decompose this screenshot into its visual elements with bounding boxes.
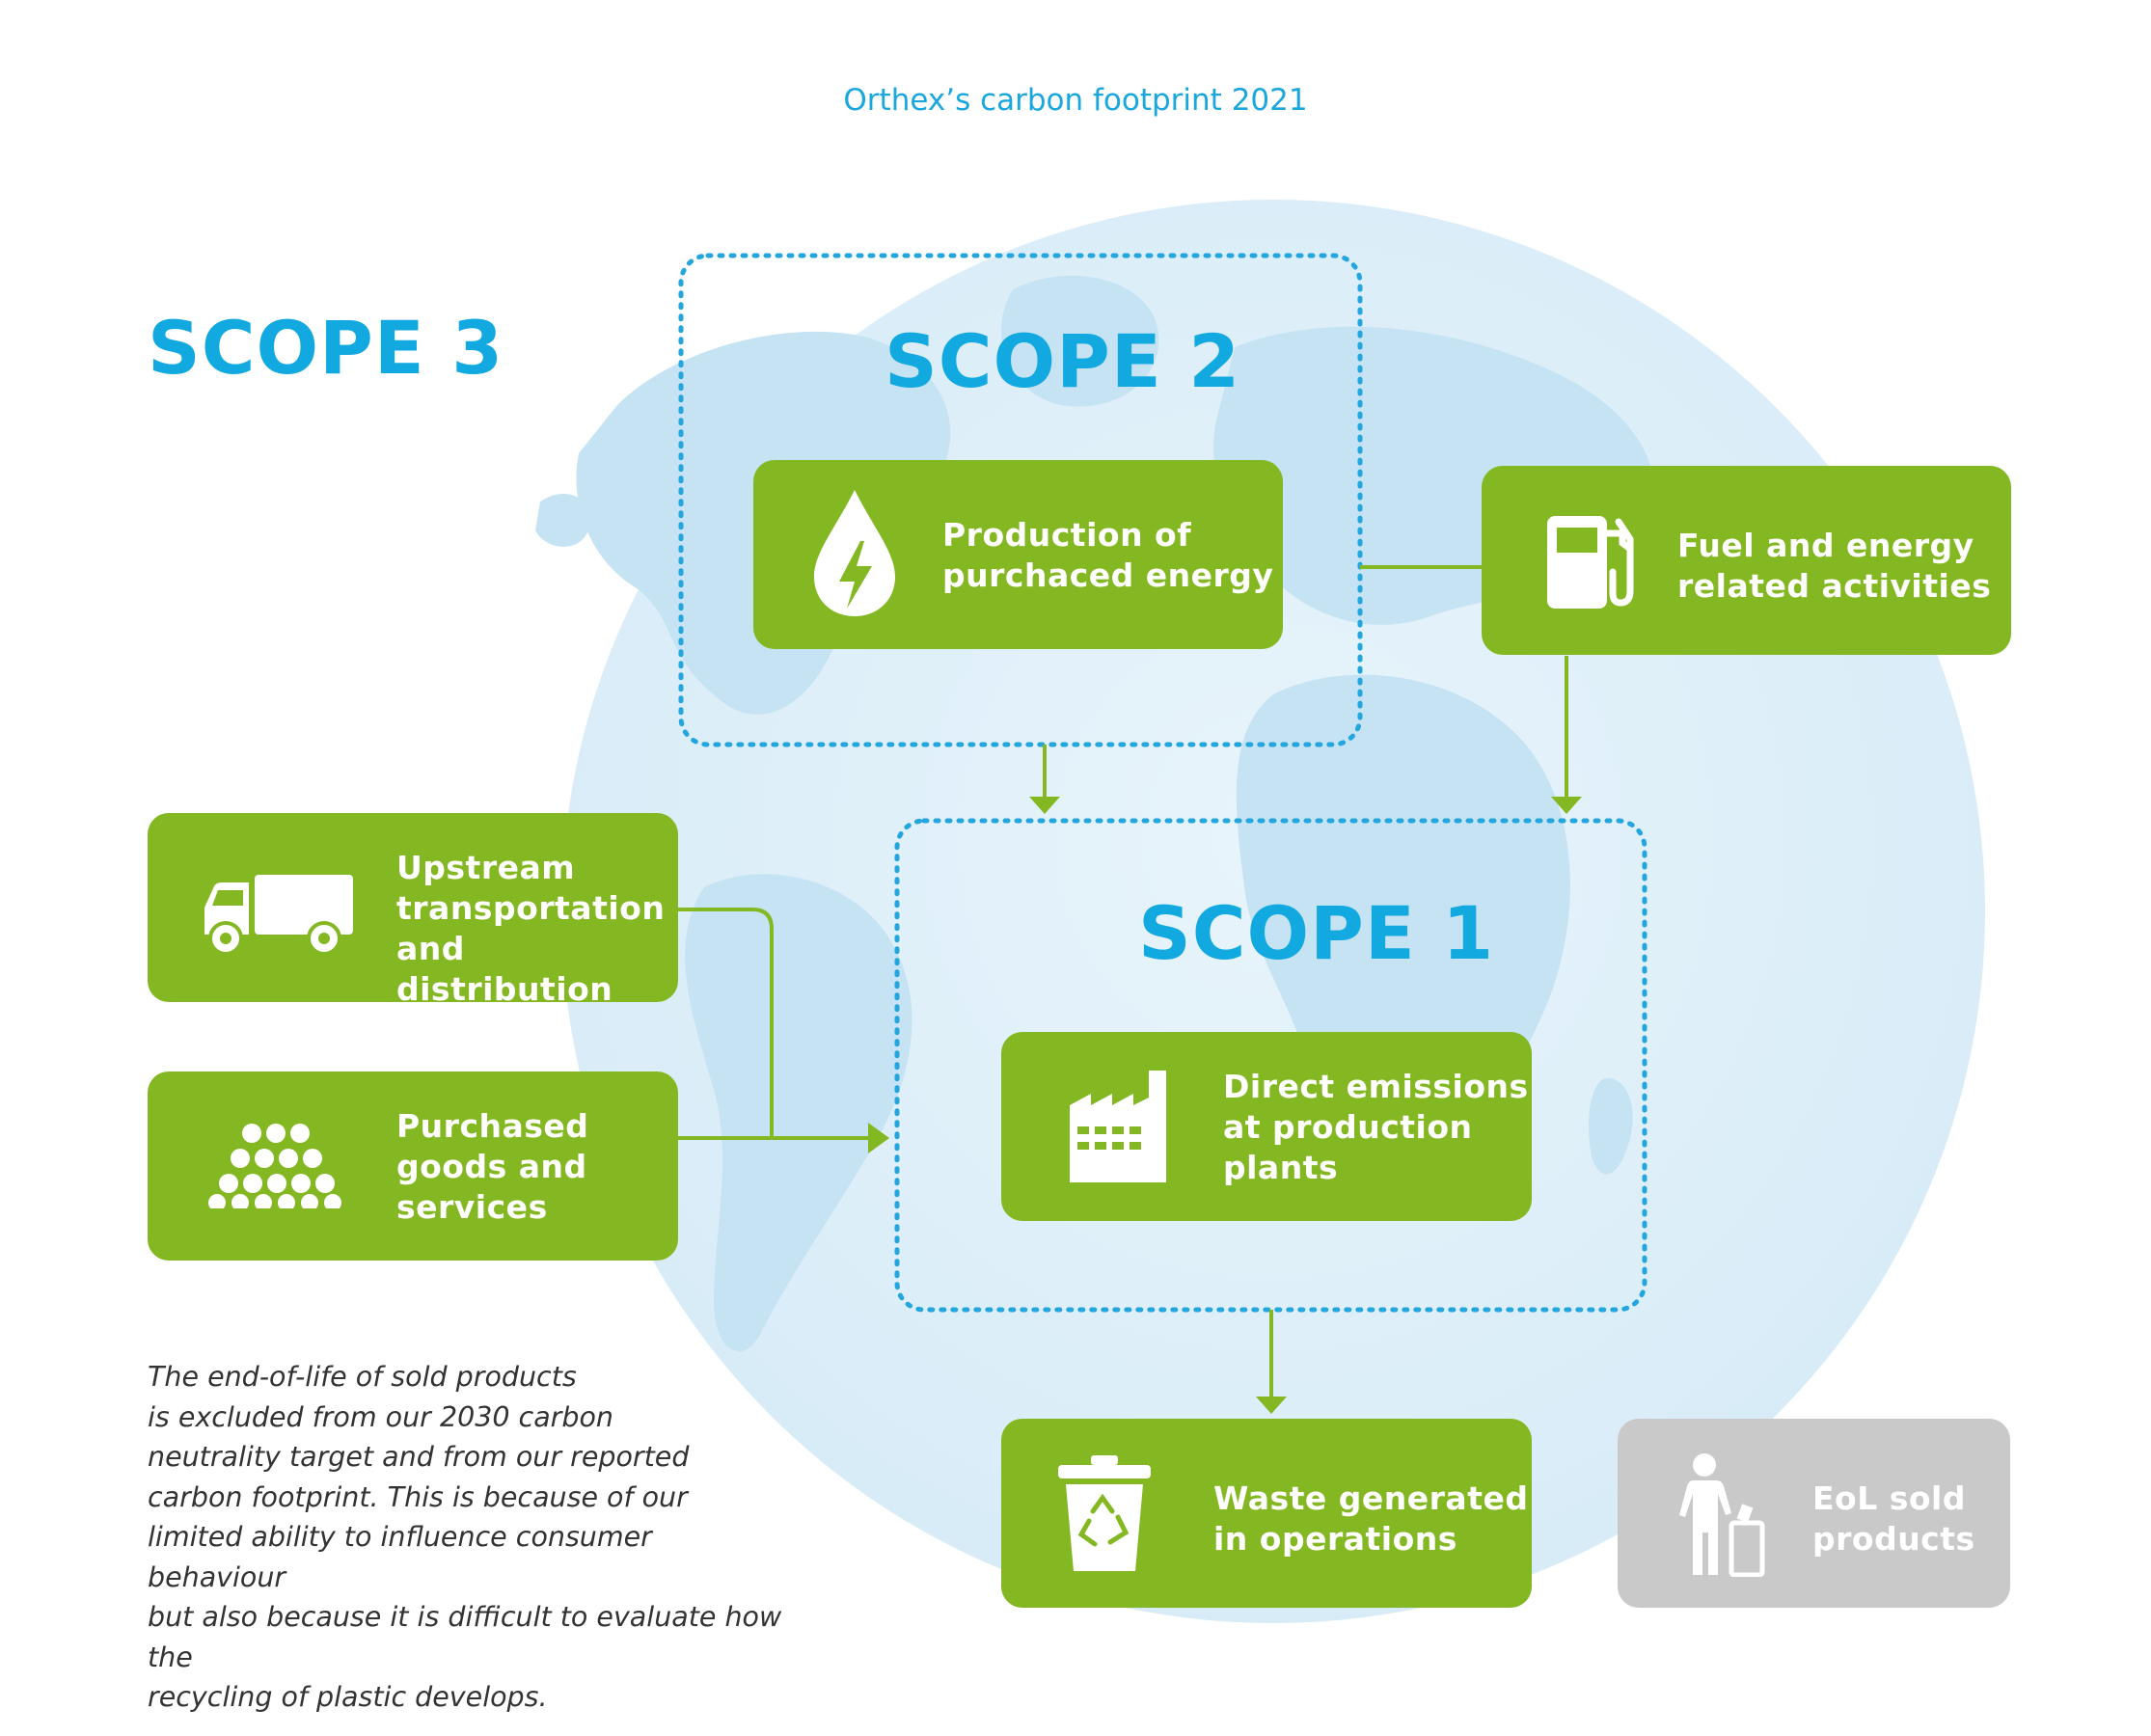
- scope1-label: SCOPE 1: [1138, 890, 1495, 976]
- upstream-transportation-box: Upstream transportation and distribution: [148, 813, 678, 1008]
- scope1-frame: [894, 818, 1647, 1313]
- purchased-energy-line2: purchaced energy: [942, 556, 1274, 594]
- fuel-energy-line2: related activities: [1677, 567, 1992, 605]
- footnote-line: is excluded from our 2030 carbon: [148, 1400, 613, 1433]
- eol-line1: EoL sold: [1812, 1479, 1966, 1517]
- waste-line1: Waste generated: [1213, 1479, 1529, 1517]
- footnote-line: carbon footprint. This is because of our: [148, 1480, 688, 1513]
- purchased-goods-line1: Purchased: [396, 1107, 589, 1145]
- waste-line2: in operations: [1213, 1520, 1457, 1558]
- purchased-energy-line1: Production of: [942, 516, 1192, 554]
- fuel-pump-icon: [1543, 514, 1649, 614]
- diagram-title: Orthex’s carbon footprint 2021: [843, 83, 1308, 118]
- scope2-label: SCOPE 2: [885, 318, 1241, 404]
- direct-emissions-box: Direct emissions at production plants: [1001, 1032, 1532, 1221]
- upstream-line1: Upstream: [396, 849, 576, 886]
- upstream-connector: [678, 908, 774, 1138]
- recycle-bin-icon: [1056, 1453, 1153, 1578]
- purchased-goods-box: Purchased goods and services: [148, 1071, 678, 1261]
- truck-icon: [201, 869, 355, 960]
- person-disposing-icon: [1675, 1451, 1772, 1581]
- factory-icon: [1066, 1067, 1174, 1186]
- direct-emissions-line2: at production: [1223, 1108, 1473, 1146]
- upstream-line2: transportation: [396, 889, 666, 927]
- direct-emissions-line1: Direct emissions: [1223, 1068, 1529, 1105]
- eol-line2: products: [1812, 1520, 1975, 1558]
- footnote-line: but also because it is difficult to eval…: [148, 1601, 782, 1673]
- eol-products-box: EoL sold products: [1618, 1419, 2010, 1608]
- footnote-line: limited ability to influence consumer be…: [148, 1521, 652, 1593]
- upstream-line3: and distribution: [396, 930, 613, 1008]
- footnote-line: The end-of-life of sold products: [148, 1361, 577, 1393]
- waste-box: Waste generated in operations: [1001, 1419, 1532, 1608]
- direct-emissions-line3: plants: [1223, 1149, 1339, 1186]
- footnote-line: neutrality target and from our reported: [148, 1441, 690, 1473]
- scope2-frame: [678, 253, 1363, 747]
- purchased-goods-line3: services: [396, 1188, 548, 1226]
- purchased-goods-line2: goods and: [396, 1148, 587, 1185]
- goods-pile-icon: [207, 1122, 347, 1212]
- scope3-label: SCOPE 3: [148, 305, 504, 391]
- purchased-energy-box: Production of purchaced energy: [753, 460, 1283, 649]
- energy-drop-icon: [806, 485, 903, 624]
- fuel-energy-box: Fuel and energy related activities: [1482, 466, 2011, 655]
- footnote-line: recycling of plastic develops.: [148, 1681, 548, 1713]
- fuel-energy-line1: Fuel and energy: [1677, 527, 1974, 564]
- footnote: The end-of-life of sold products is excl…: [148, 1357, 784, 1718]
